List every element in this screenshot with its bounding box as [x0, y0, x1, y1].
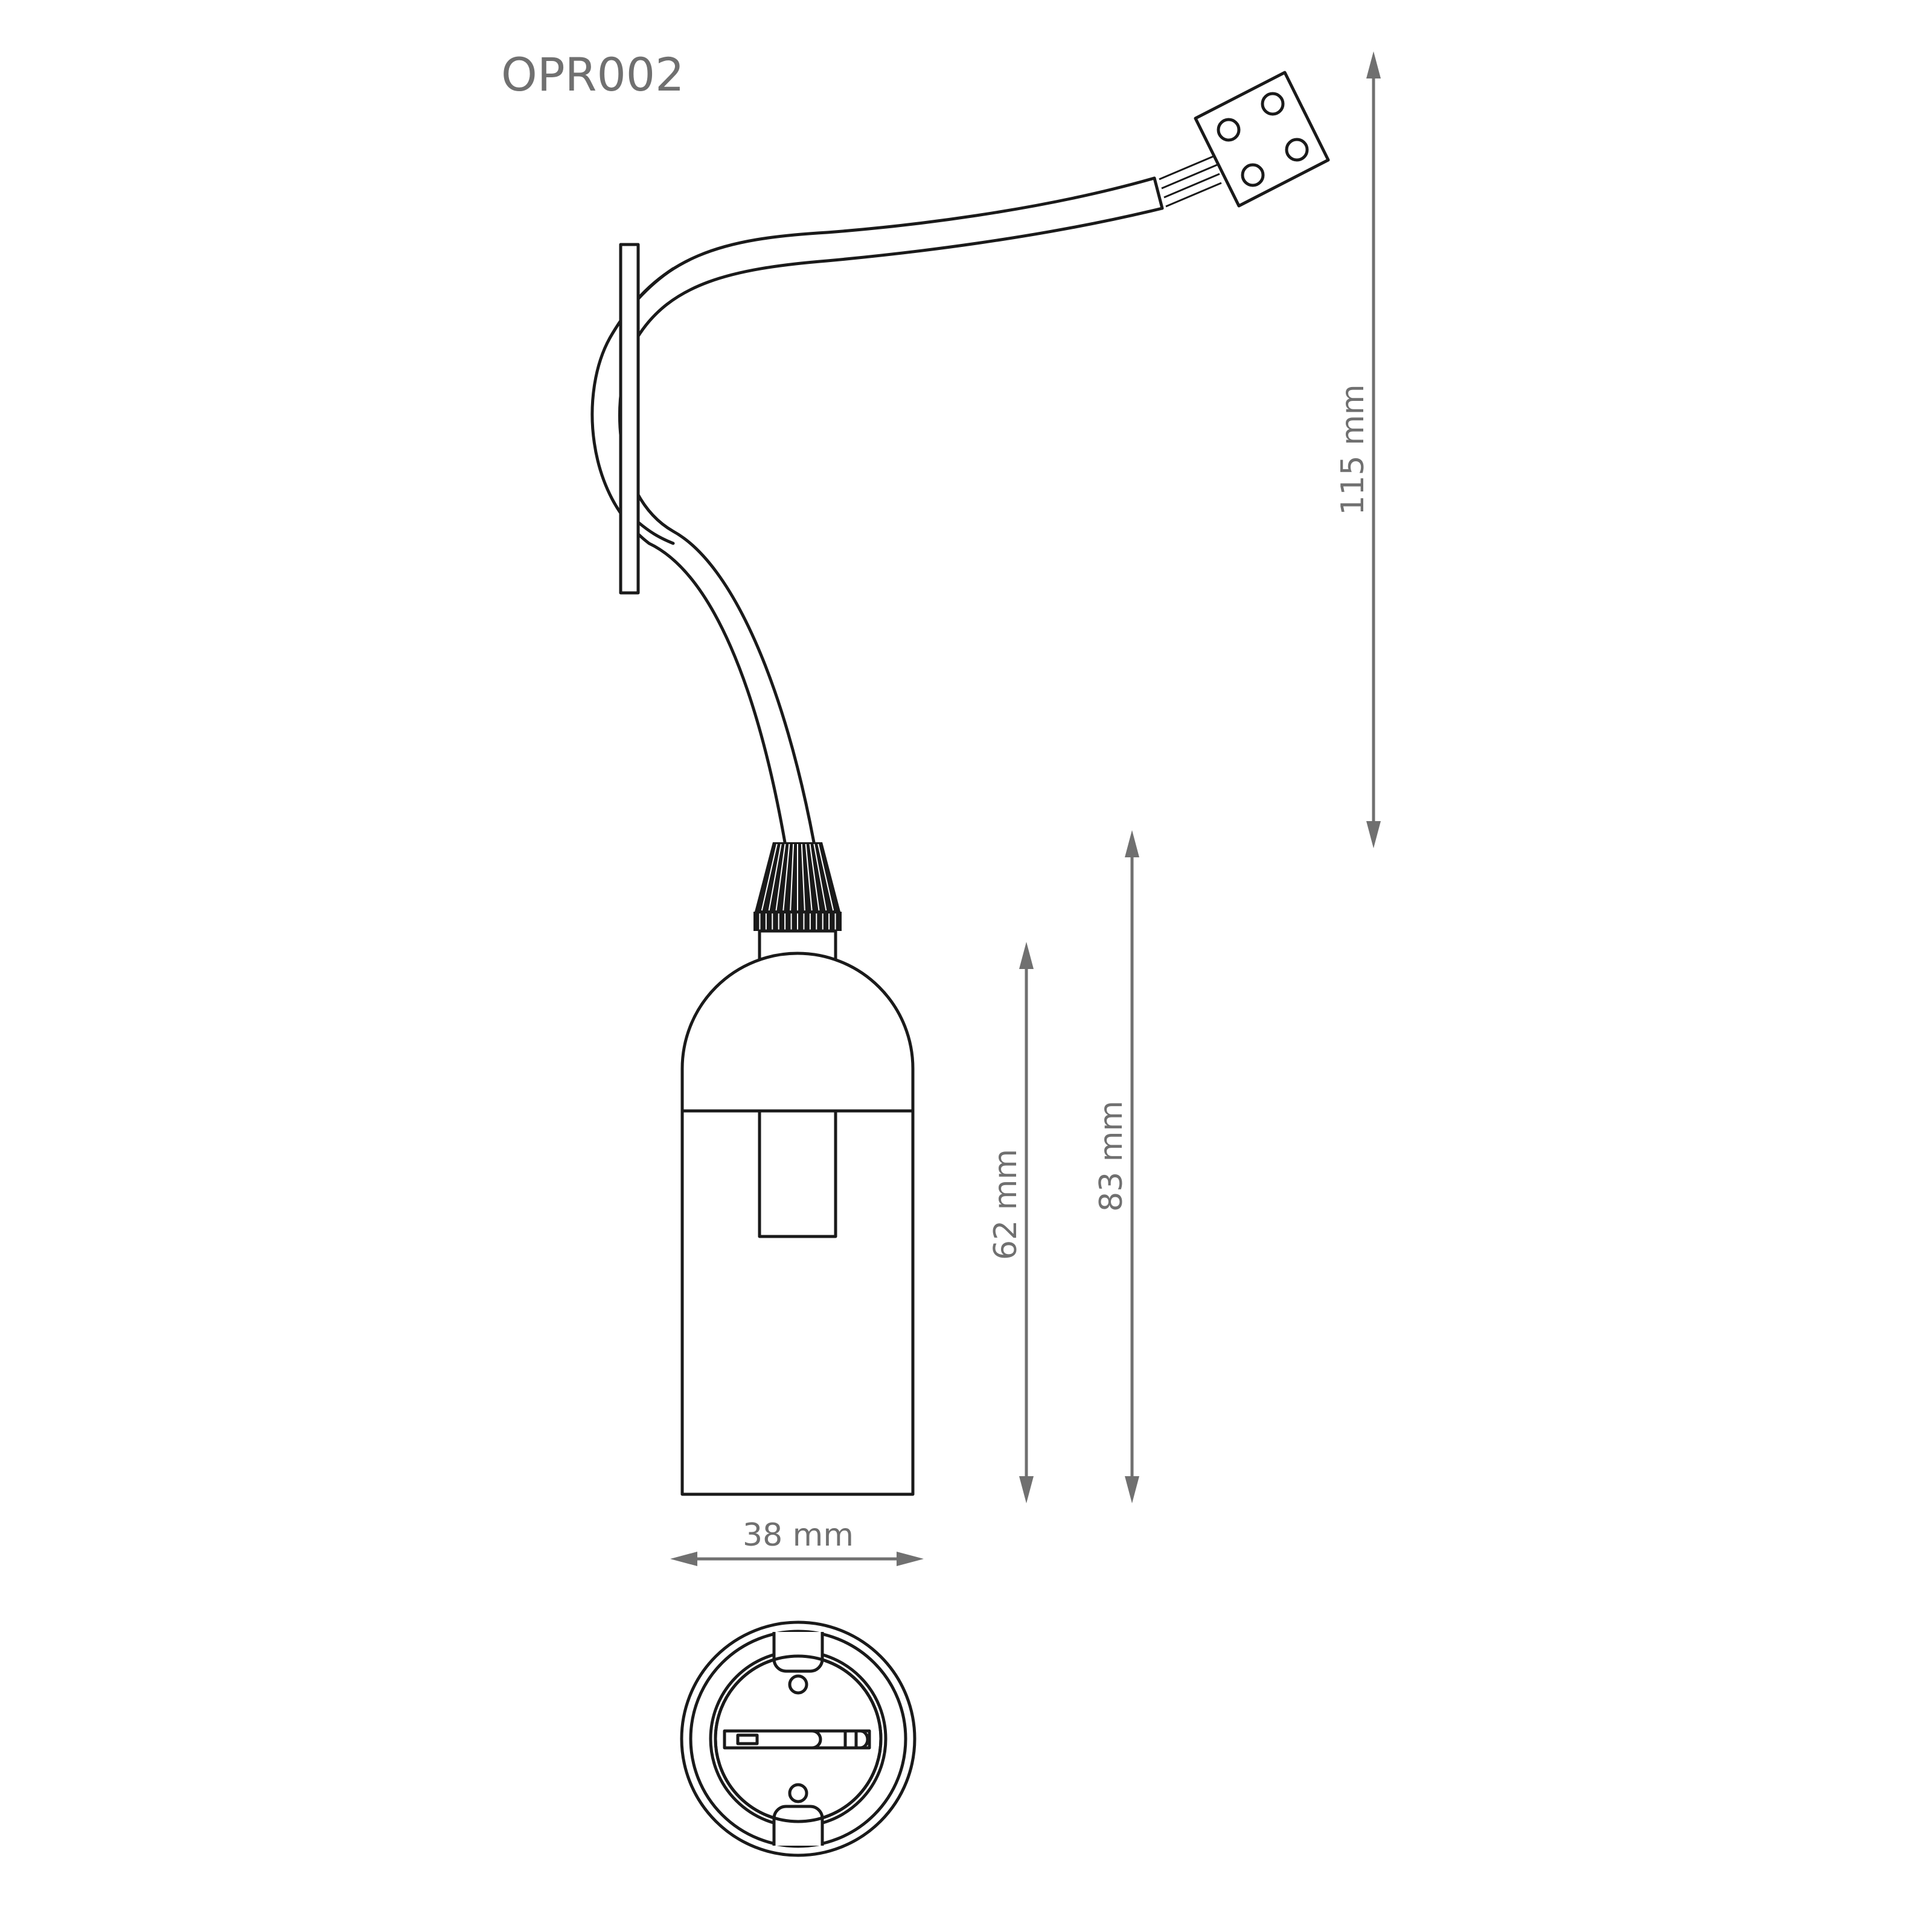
- terminal-block: [1194, 71, 1330, 208]
- terminal-screw-hole: [1241, 163, 1265, 187]
- total-height-label: 115 mm: [1335, 384, 1371, 515]
- terminal-screw-hole: [1285, 138, 1309, 162]
- gland-rib: [782, 843, 790, 911]
- gland-rib: [813, 843, 827, 911]
- cable: [590, 176, 1164, 844]
- dimension-socket-body-height: 62 mm: [988, 942, 1034, 1503]
- dimension-total-height: 115 mm: [1335, 51, 1381, 848]
- socket-inner-sleeve: [758, 1109, 837, 1238]
- contact-hole: [788, 1783, 808, 1803]
- socket-bottom-view: [680, 1620, 916, 1857]
- terminal-screw-hole: [1217, 118, 1241, 142]
- socket-overall-height-label: 83 mm: [1093, 1101, 1130, 1212]
- dimension-socket-overall-height: 83 mm: [1093, 830, 1139, 1503]
- contact-hole: [788, 1674, 808, 1695]
- gland-rib: [775, 843, 786, 911]
- terminal-screw-hole: [1261, 92, 1285, 116]
- gland-rib: [805, 843, 813, 911]
- gland-rib: [790, 843, 795, 911]
- gland-rib: [768, 843, 782, 911]
- cable-gland: [753, 842, 842, 931]
- dimension-socket-width: 38 mm: [670, 1517, 924, 1566]
- gland-rib: [801, 843, 805, 911]
- gland-rib: [817, 843, 834, 911]
- socket-body-height-label: 62 mm: [988, 1149, 1024, 1260]
- center-contact-bar: [723, 1729, 871, 1750]
- socket-width-label: 38 mm: [743, 1517, 854, 1553]
- gland-rib: [809, 843, 820, 911]
- socket-body: [680, 952, 915, 1496]
- wires: [1159, 155, 1222, 208]
- mounting-plate: [619, 243, 640, 595]
- gland-rib: [761, 843, 778, 911]
- product-code: OPR002: [501, 48, 685, 101]
- cable-front: [636, 267, 675, 545]
